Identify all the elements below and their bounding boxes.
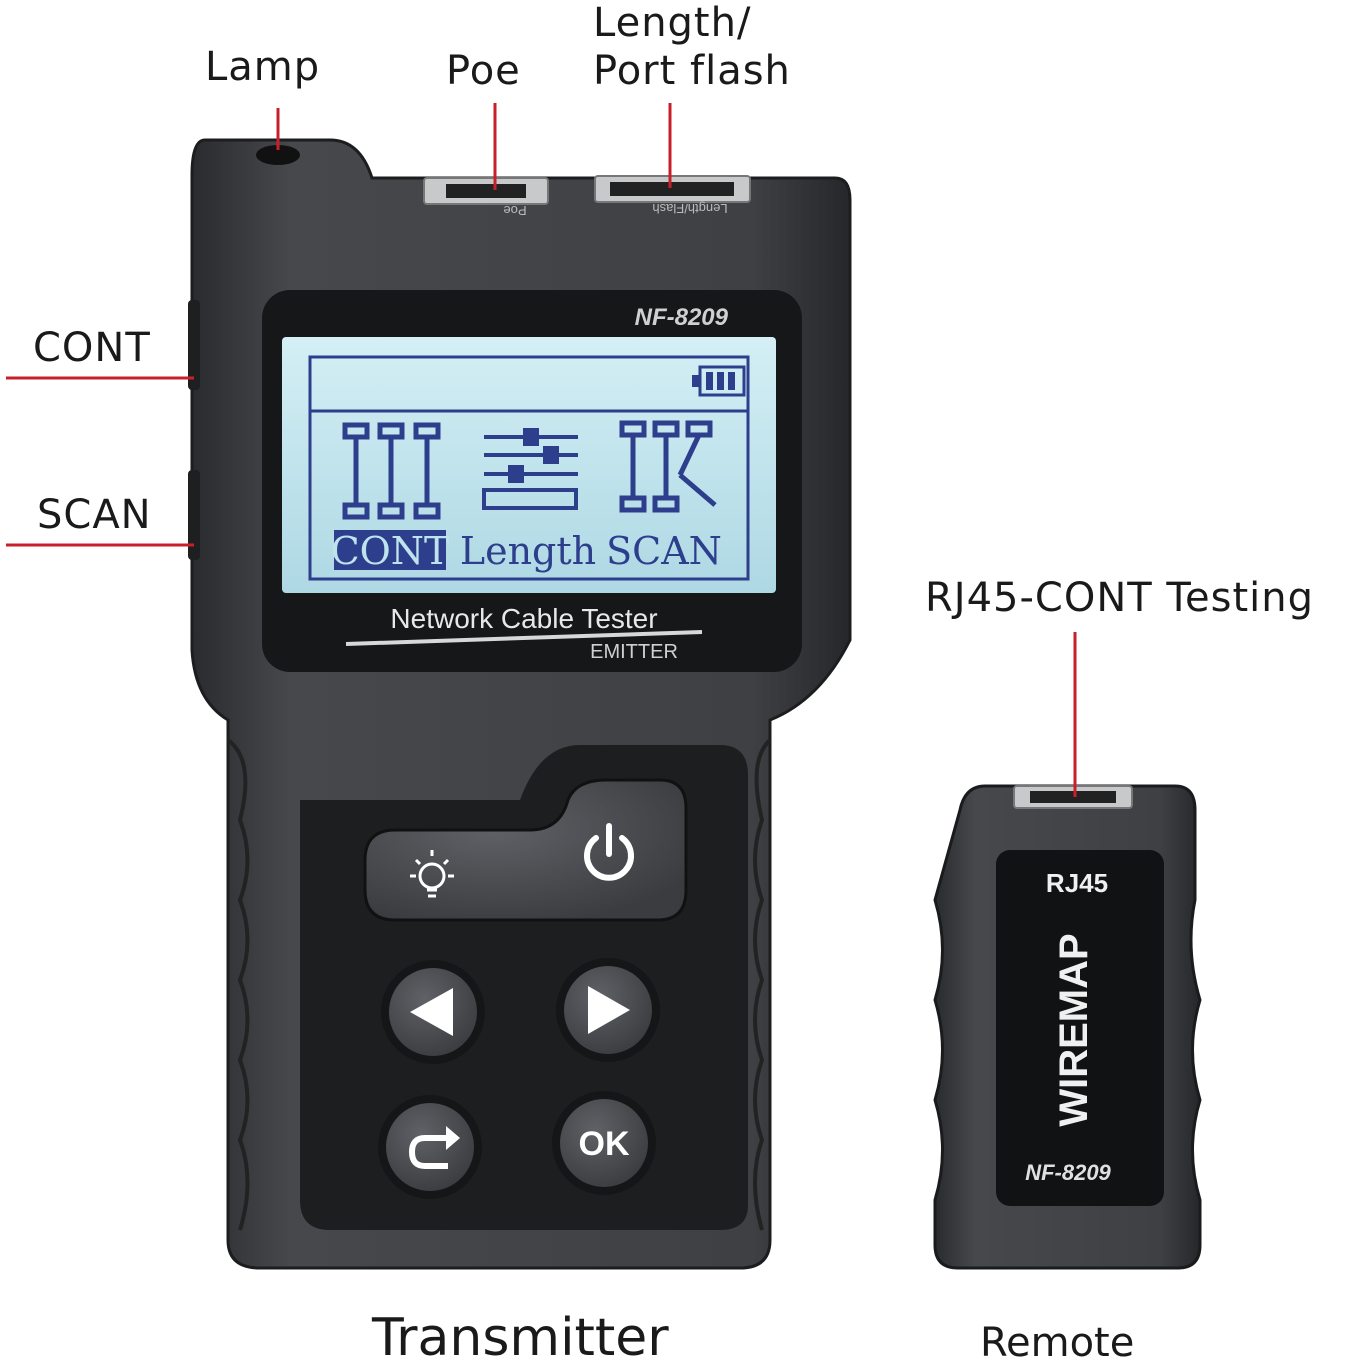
callout-lines	[6, 103, 1077, 797]
back-button[interactable]	[386, 1103, 474, 1191]
return-icon[interactable]	[408, 1135, 452, 1169]
rj45-cont-callout: RJ45-CONT Testing	[925, 575, 1315, 621]
ok-button[interactable]	[560, 1099, 648, 1187]
poe-port-label: Poe	[503, 203, 526, 218]
lamp-icon[interactable]	[410, 850, 454, 898]
cont-mode-icon	[342, 422, 441, 520]
remote-body	[933, 784, 1202, 1270]
right-arrow-icon[interactable]	[588, 986, 630, 1034]
selected-mode-highlight	[334, 530, 446, 570]
remote-rj45-label: RJ45	[1046, 868, 1108, 898]
mode-label-scan: SCAN	[606, 529, 722, 573]
scan-callout: SCAN	[37, 492, 152, 538]
device-title: Network Cable Tester	[390, 603, 657, 634]
length-port	[594, 175, 751, 203]
transmitter-caption: Transmitter	[372, 1308, 669, 1368]
left-arrow-icon[interactable]	[410, 988, 453, 1036]
poe-callout: Poe	[446, 48, 521, 94]
length-callout-line2: Port flash	[593, 48, 791, 94]
ok-button-label[interactable]: OK	[579, 1125, 630, 1163]
mode-label-cont: CONT	[331, 529, 450, 573]
device-subtitle: EMITTER	[590, 641, 678, 663]
lamp-hole-icon	[256, 145, 300, 165]
length-port-label: Length/Flash	[652, 201, 727, 216]
length-mode-icon	[482, 428, 578, 510]
mode-label-length: Length	[460, 529, 596, 573]
lamp-callout: Lamp	[205, 44, 321, 90]
cont-side-button[interactable]	[188, 300, 200, 390]
power-icon[interactable]	[584, 823, 634, 881]
length-callout-line1: Length/	[593, 0, 752, 46]
poe-port	[423, 177, 549, 205]
scan-side-button[interactable]	[188, 470, 200, 560]
remote-label-panel	[996, 850, 1164, 1206]
remote-model-label: NF-8209	[1025, 1160, 1111, 1185]
remote-caption: Remote	[980, 1320, 1135, 1366]
battery-icon	[692, 365, 746, 397]
cont-callout: CONT	[33, 325, 151, 371]
lcd-screen: CONT Length SCAN	[282, 337, 776, 593]
model-label: NF-8209	[635, 304, 729, 331]
scan-mode-icon	[619, 420, 717, 513]
remote-wiremap-label: WIREMAP	[1052, 933, 1096, 1126]
lamp-power-button[interactable]	[363, 778, 688, 922]
